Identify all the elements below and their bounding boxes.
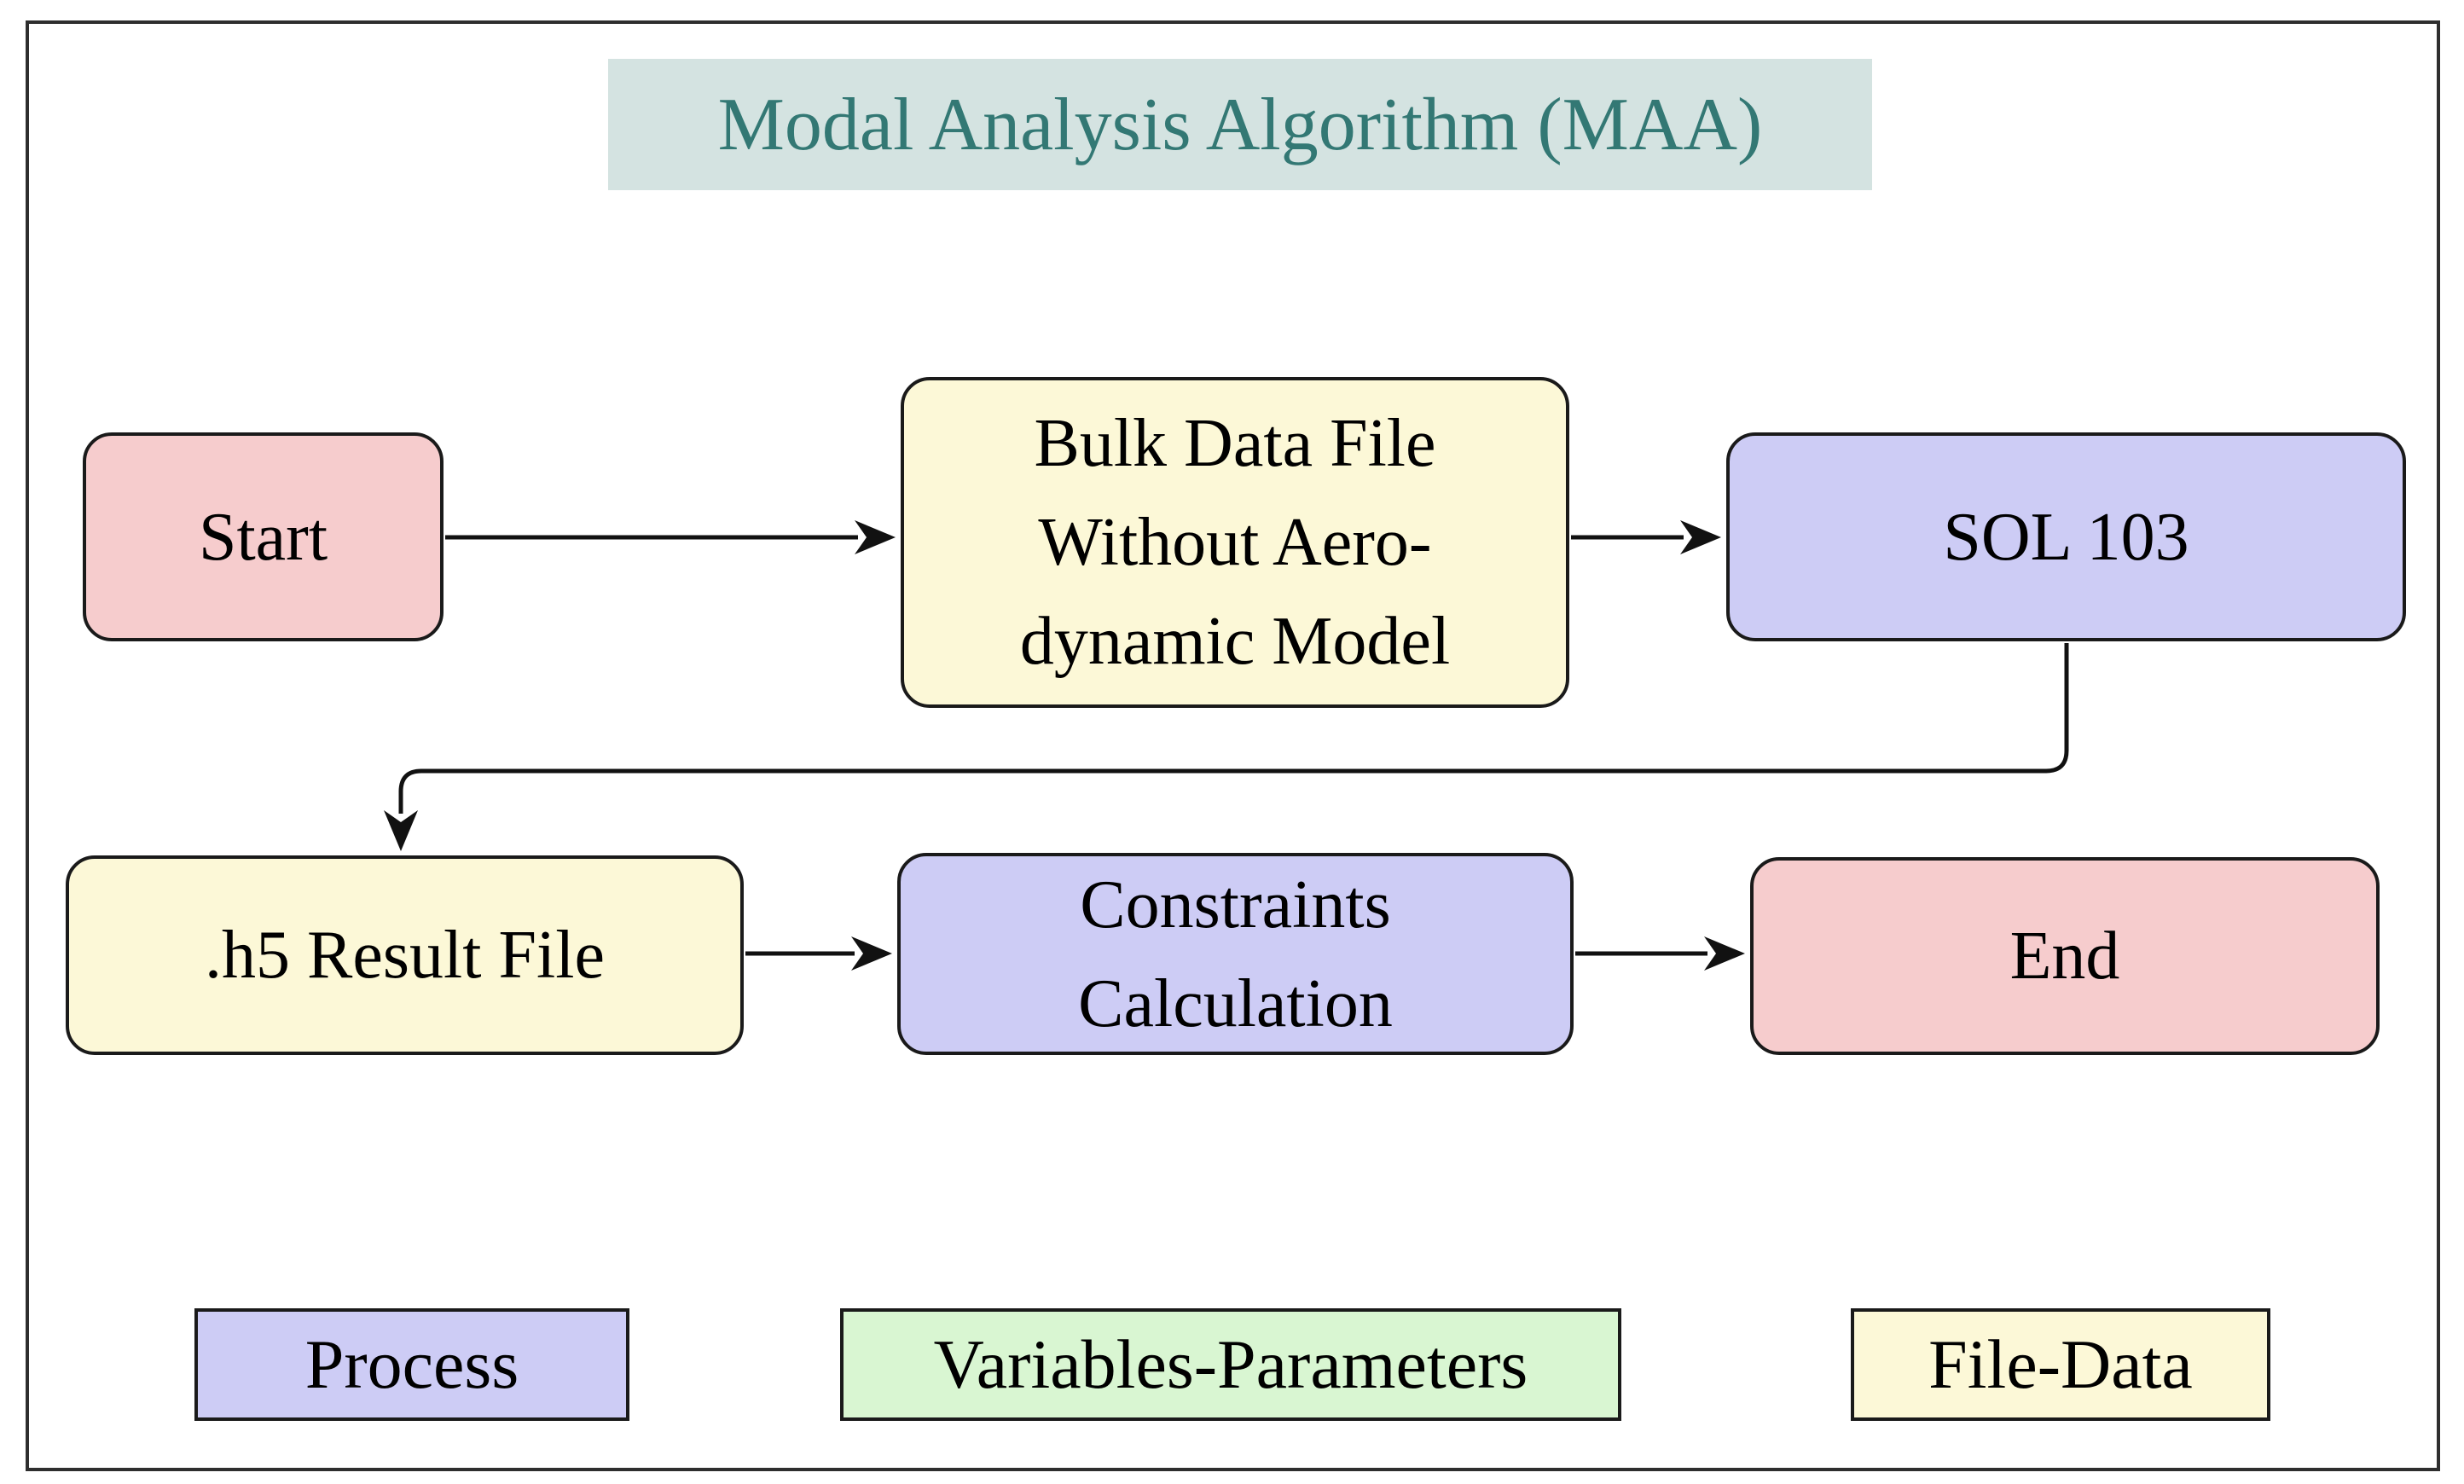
- legend-variables-parameters: Variables-Parameters: [840, 1308, 1621, 1421]
- node-h5-label: .h5 Result File: [205, 918, 605, 993]
- node-constraints-line-2: Calculation: [1078, 965, 1393, 1041]
- node-end-label: End: [2009, 919, 2120, 994]
- node-bulk-line-3: dynamic Model: [1019, 604, 1451, 679]
- legend-file-data: File-Data: [1851, 1308, 2270, 1421]
- node-constraints-calculation: Constraints Calculation: [897, 853, 1574, 1055]
- node-bulk-line-2: Without Aero-: [1038, 505, 1432, 580]
- node-start: Start: [83, 432, 444, 641]
- node-end: End: [1750, 857, 2380, 1055]
- node-sol-103-label: SOL 103: [1943, 499, 2189, 575]
- node-bulk-line-1: Bulk Data File: [1034, 406, 1436, 481]
- legend-process-label: Process: [304, 1325, 519, 1403]
- legend-variables-label: Variables-Parameters: [933, 1325, 1528, 1403]
- node-start-label: Start: [198, 499, 328, 575]
- node-h5-result-file: .h5 Result File: [66, 855, 744, 1055]
- node-constraints-line-1: Constraints: [1080, 867, 1391, 942]
- legend-process: Process: [194, 1308, 629, 1421]
- node-bulk-data-file: Bulk Data File Without Aero- dynamic Mod…: [901, 377, 1569, 708]
- diagram-title: Modal Analysis Algorithm (MAA): [608, 59, 1872, 190]
- node-sol-103: SOL 103: [1726, 432, 2406, 641]
- legend-file-data-label: File-Data: [1928, 1325, 2193, 1403]
- diagram-frame: [26, 20, 2440, 1471]
